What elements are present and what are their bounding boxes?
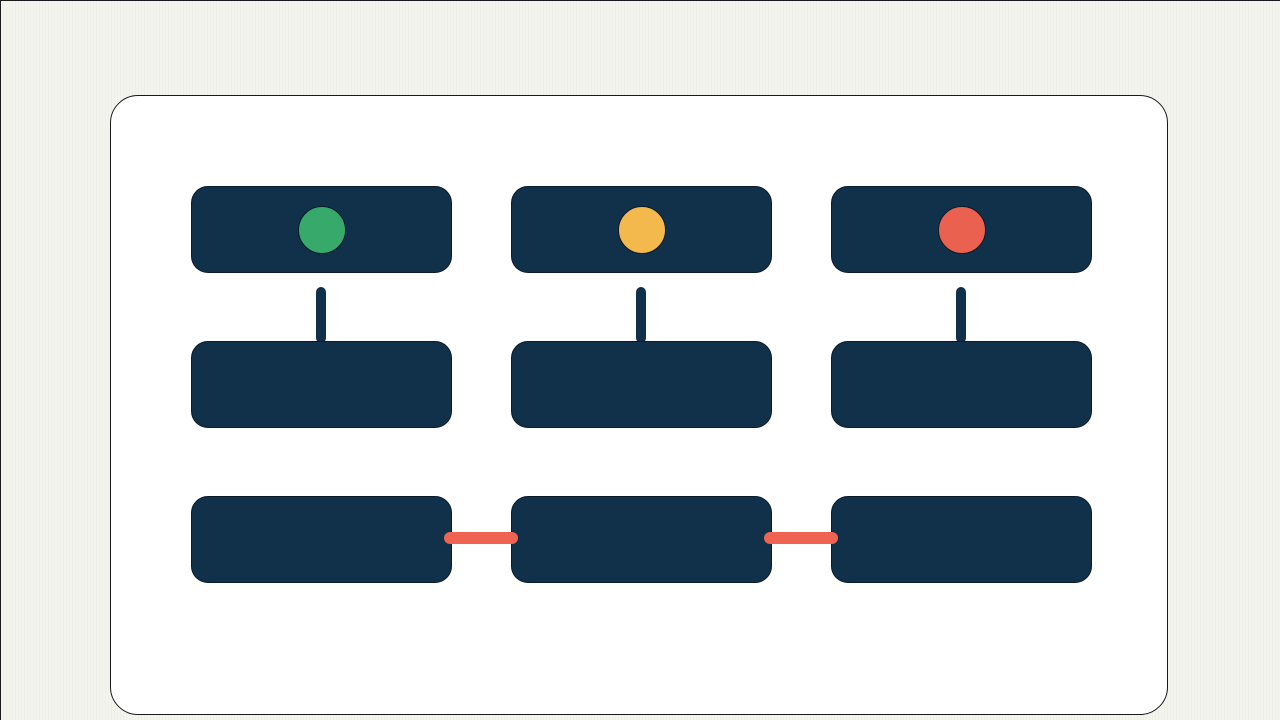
status-card-2 <box>511 186 772 273</box>
status-dot-green-icon <box>297 205 346 254</box>
horizontal-connector-1 <box>444 532 518 544</box>
horizontal-connector-2 <box>764 532 838 544</box>
bottom-card-3 <box>831 496 1092 583</box>
vertical-connector-3 <box>956 287 966 343</box>
bottom-card-2 <box>511 496 772 583</box>
bottom-card-1 <box>191 496 452 583</box>
status-dot-yellow-icon <box>617 205 666 254</box>
status-card-1 <box>191 186 452 273</box>
vertical-connector-2 <box>636 287 646 343</box>
diagram-panel <box>110 95 1168 715</box>
vertical-connector-1 <box>316 287 326 343</box>
status-card-3 <box>831 186 1092 273</box>
status-dot-red-icon <box>937 205 986 254</box>
middle-card-3 <box>831 341 1092 428</box>
middle-card-2 <box>511 341 772 428</box>
middle-card-1 <box>191 341 452 428</box>
